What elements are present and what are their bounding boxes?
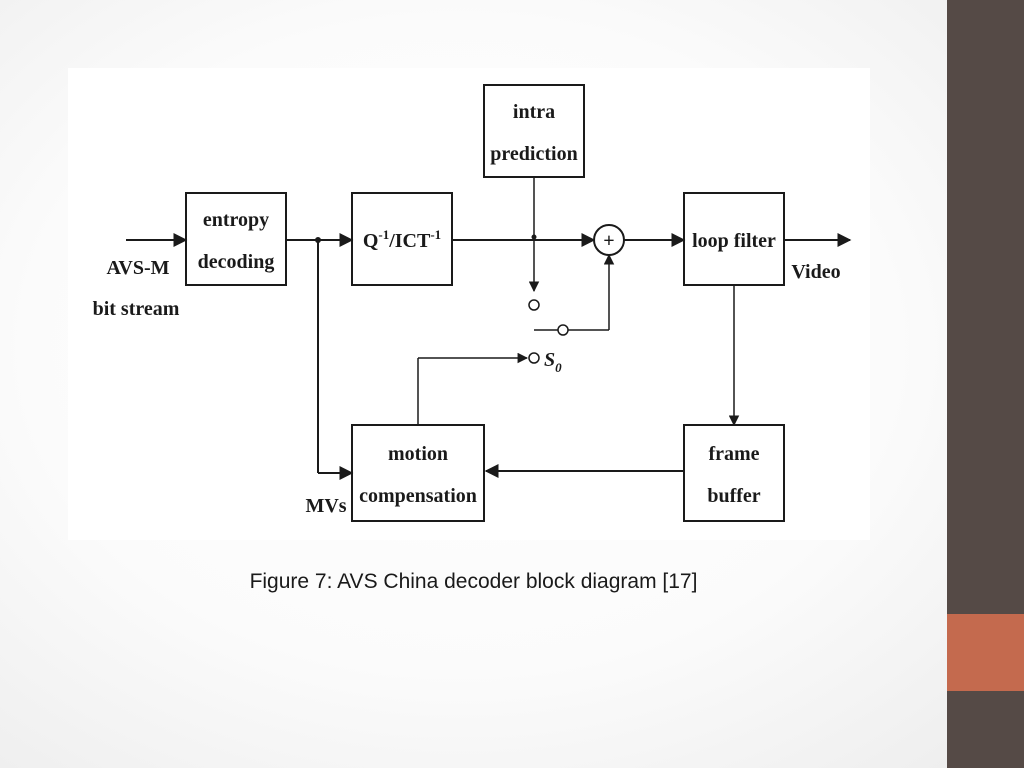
adder-node: + — [593, 224, 625, 256]
loop-filter-block: loop filter — [683, 192, 785, 286]
intra-prediction-block: intra prediction — [483, 84, 585, 178]
sidebar-accent — [947, 614, 1024, 691]
svg-text:compensation: compensation — [359, 485, 477, 507]
decoder-block-diagram: intra prediction entropy decoding Q-1/IC… — [93, 84, 852, 522]
inverse-transform-block: Q-1/ICT-1 — [351, 192, 453, 286]
figure-caption: Figure 7: AVS China decoder block diagra… — [249, 570, 698, 593]
frame-buffer-block: frame buffer — [683, 424, 785, 522]
motion-compensation-block: motion compensation — [351, 424, 485, 522]
svg-text:intra: intra — [513, 101, 555, 123]
svg-text:frame: frame — [708, 443, 759, 465]
svg-text:+: + — [603, 230, 614, 252]
svg-text:buffer: buffer — [707, 485, 760, 507]
entropy-decoding-block: entropy decoding — [185, 192, 287, 286]
input-label-line2: bit stream — [93, 298, 180, 320]
mvs-label: MVs — [305, 495, 346, 517]
input-label-line1: AVS-M — [107, 257, 170, 279]
svg-text:prediction: prediction — [490, 143, 577, 165]
svg-text:decoding: decoding — [198, 251, 275, 273]
svg-text:loop filter: loop filter — [692, 230, 776, 252]
svg-text:Q-1/ICT-1: Q-1/ICT-1 — [363, 227, 441, 252]
svg-text:motion: motion — [388, 443, 448, 465]
signal-lines — [126, 177, 852, 480]
svg-text:entropy: entropy — [203, 209, 269, 231]
output-label: Video — [791, 261, 840, 283]
switch-label: S0 — [544, 349, 562, 375]
